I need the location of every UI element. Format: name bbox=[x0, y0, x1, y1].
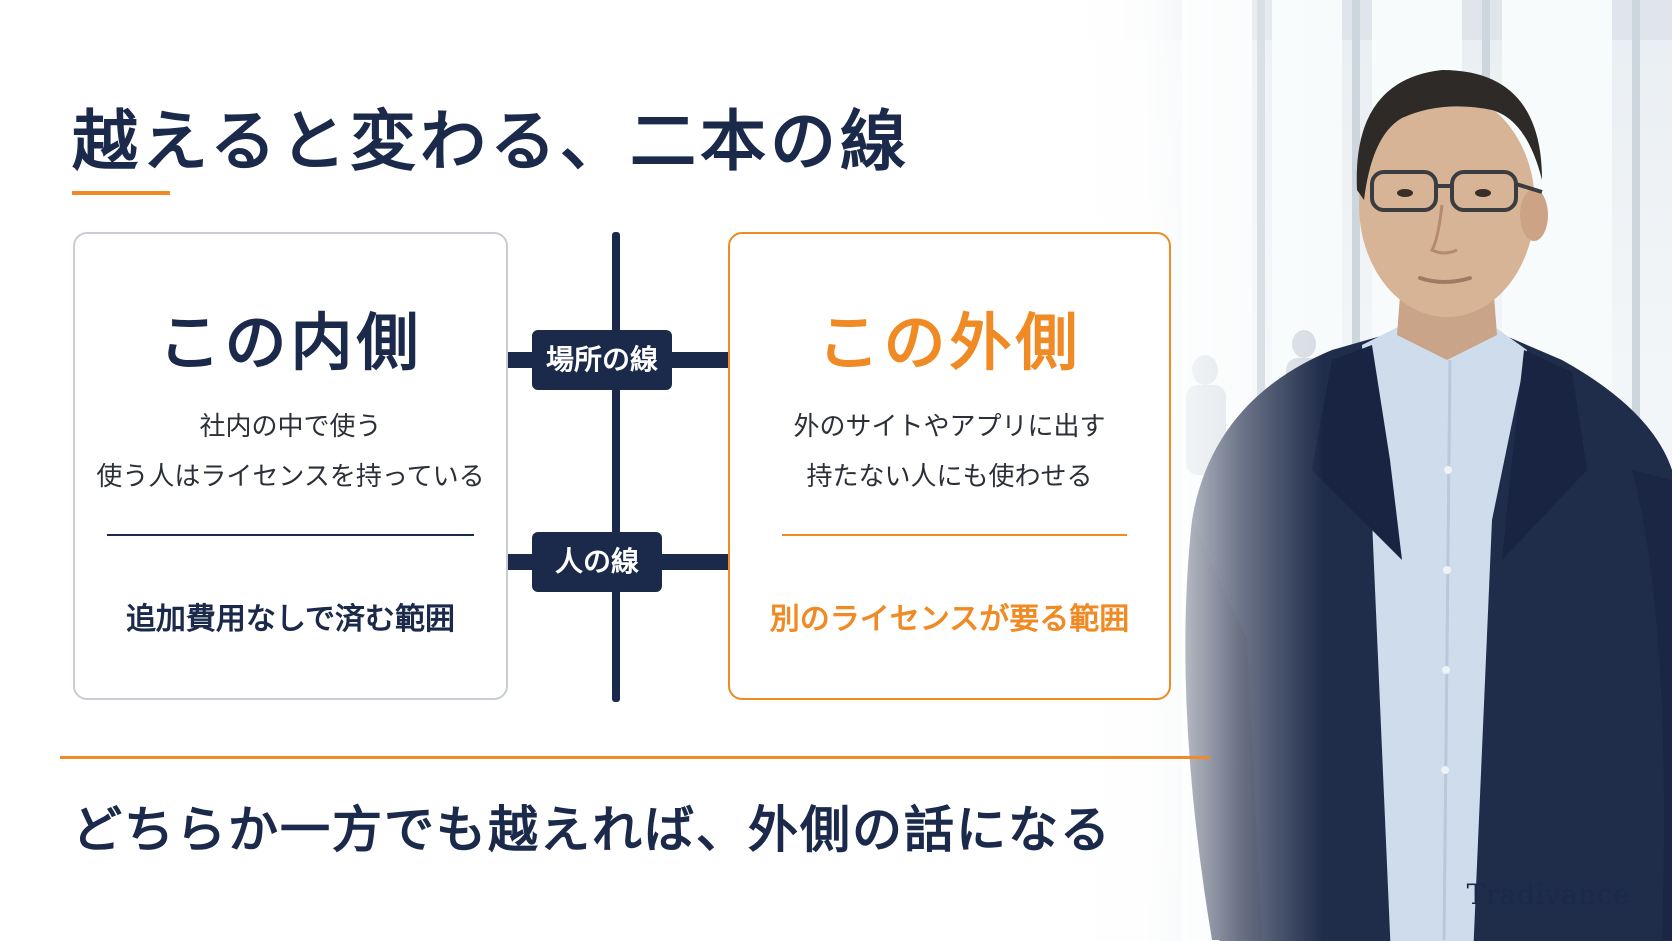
bottom-message: どちらか一方でも越えれば、外側の話になる bbox=[72, 801, 1112, 859]
businessman-photo: Tradivance bbox=[1072, 0, 1672, 941]
place-line-label: 場所の線 bbox=[532, 330, 673, 390]
outside-line-1: 外のサイトやアプリに出す bbox=[793, 412, 1106, 442]
outside-divider bbox=[782, 534, 1127, 536]
inside-footer: 追加費用なしで済む範囲 bbox=[125, 602, 456, 637]
brand-logo: Tradivance bbox=[1466, 878, 1630, 911]
inside-divider bbox=[107, 534, 474, 536]
outside-line-2: 持たない人にも使わせる bbox=[806, 462, 1093, 492]
outside-heading: この外側 bbox=[817, 306, 1082, 379]
outside-box: この外側 外のサイトやアプリに出す 持たない人にも使わせる 別のライセンスが要る… bbox=[728, 232, 1171, 700]
bottom-rule bbox=[60, 756, 1210, 759]
inside-box: この内側 社内の中で使う 使う人はライセンスを持っている 追加費用なしで済む範囲 bbox=[73, 232, 508, 700]
inside-line-2: 使う人はライセンスを持っている bbox=[96, 462, 485, 492]
boundary-line bbox=[612, 232, 620, 702]
outside-footer: 別のライセンスが要る範囲 bbox=[769, 602, 1130, 637]
inside-heading: この内側 bbox=[158, 306, 423, 379]
title-underline bbox=[72, 191, 170, 195]
outside-description: 外のサイトやアプリに出す 持たない人にも使わせる bbox=[730, 402, 1169, 502]
person-line-label: 人の線 bbox=[532, 532, 662, 592]
inside-description: 社内の中で使う 使う人はライセンスを持っている bbox=[75, 402, 506, 502]
page-title: 越えると変わる、二本の線 bbox=[72, 103, 911, 180]
inside-line-1: 社内の中で使う bbox=[199, 412, 382, 442]
